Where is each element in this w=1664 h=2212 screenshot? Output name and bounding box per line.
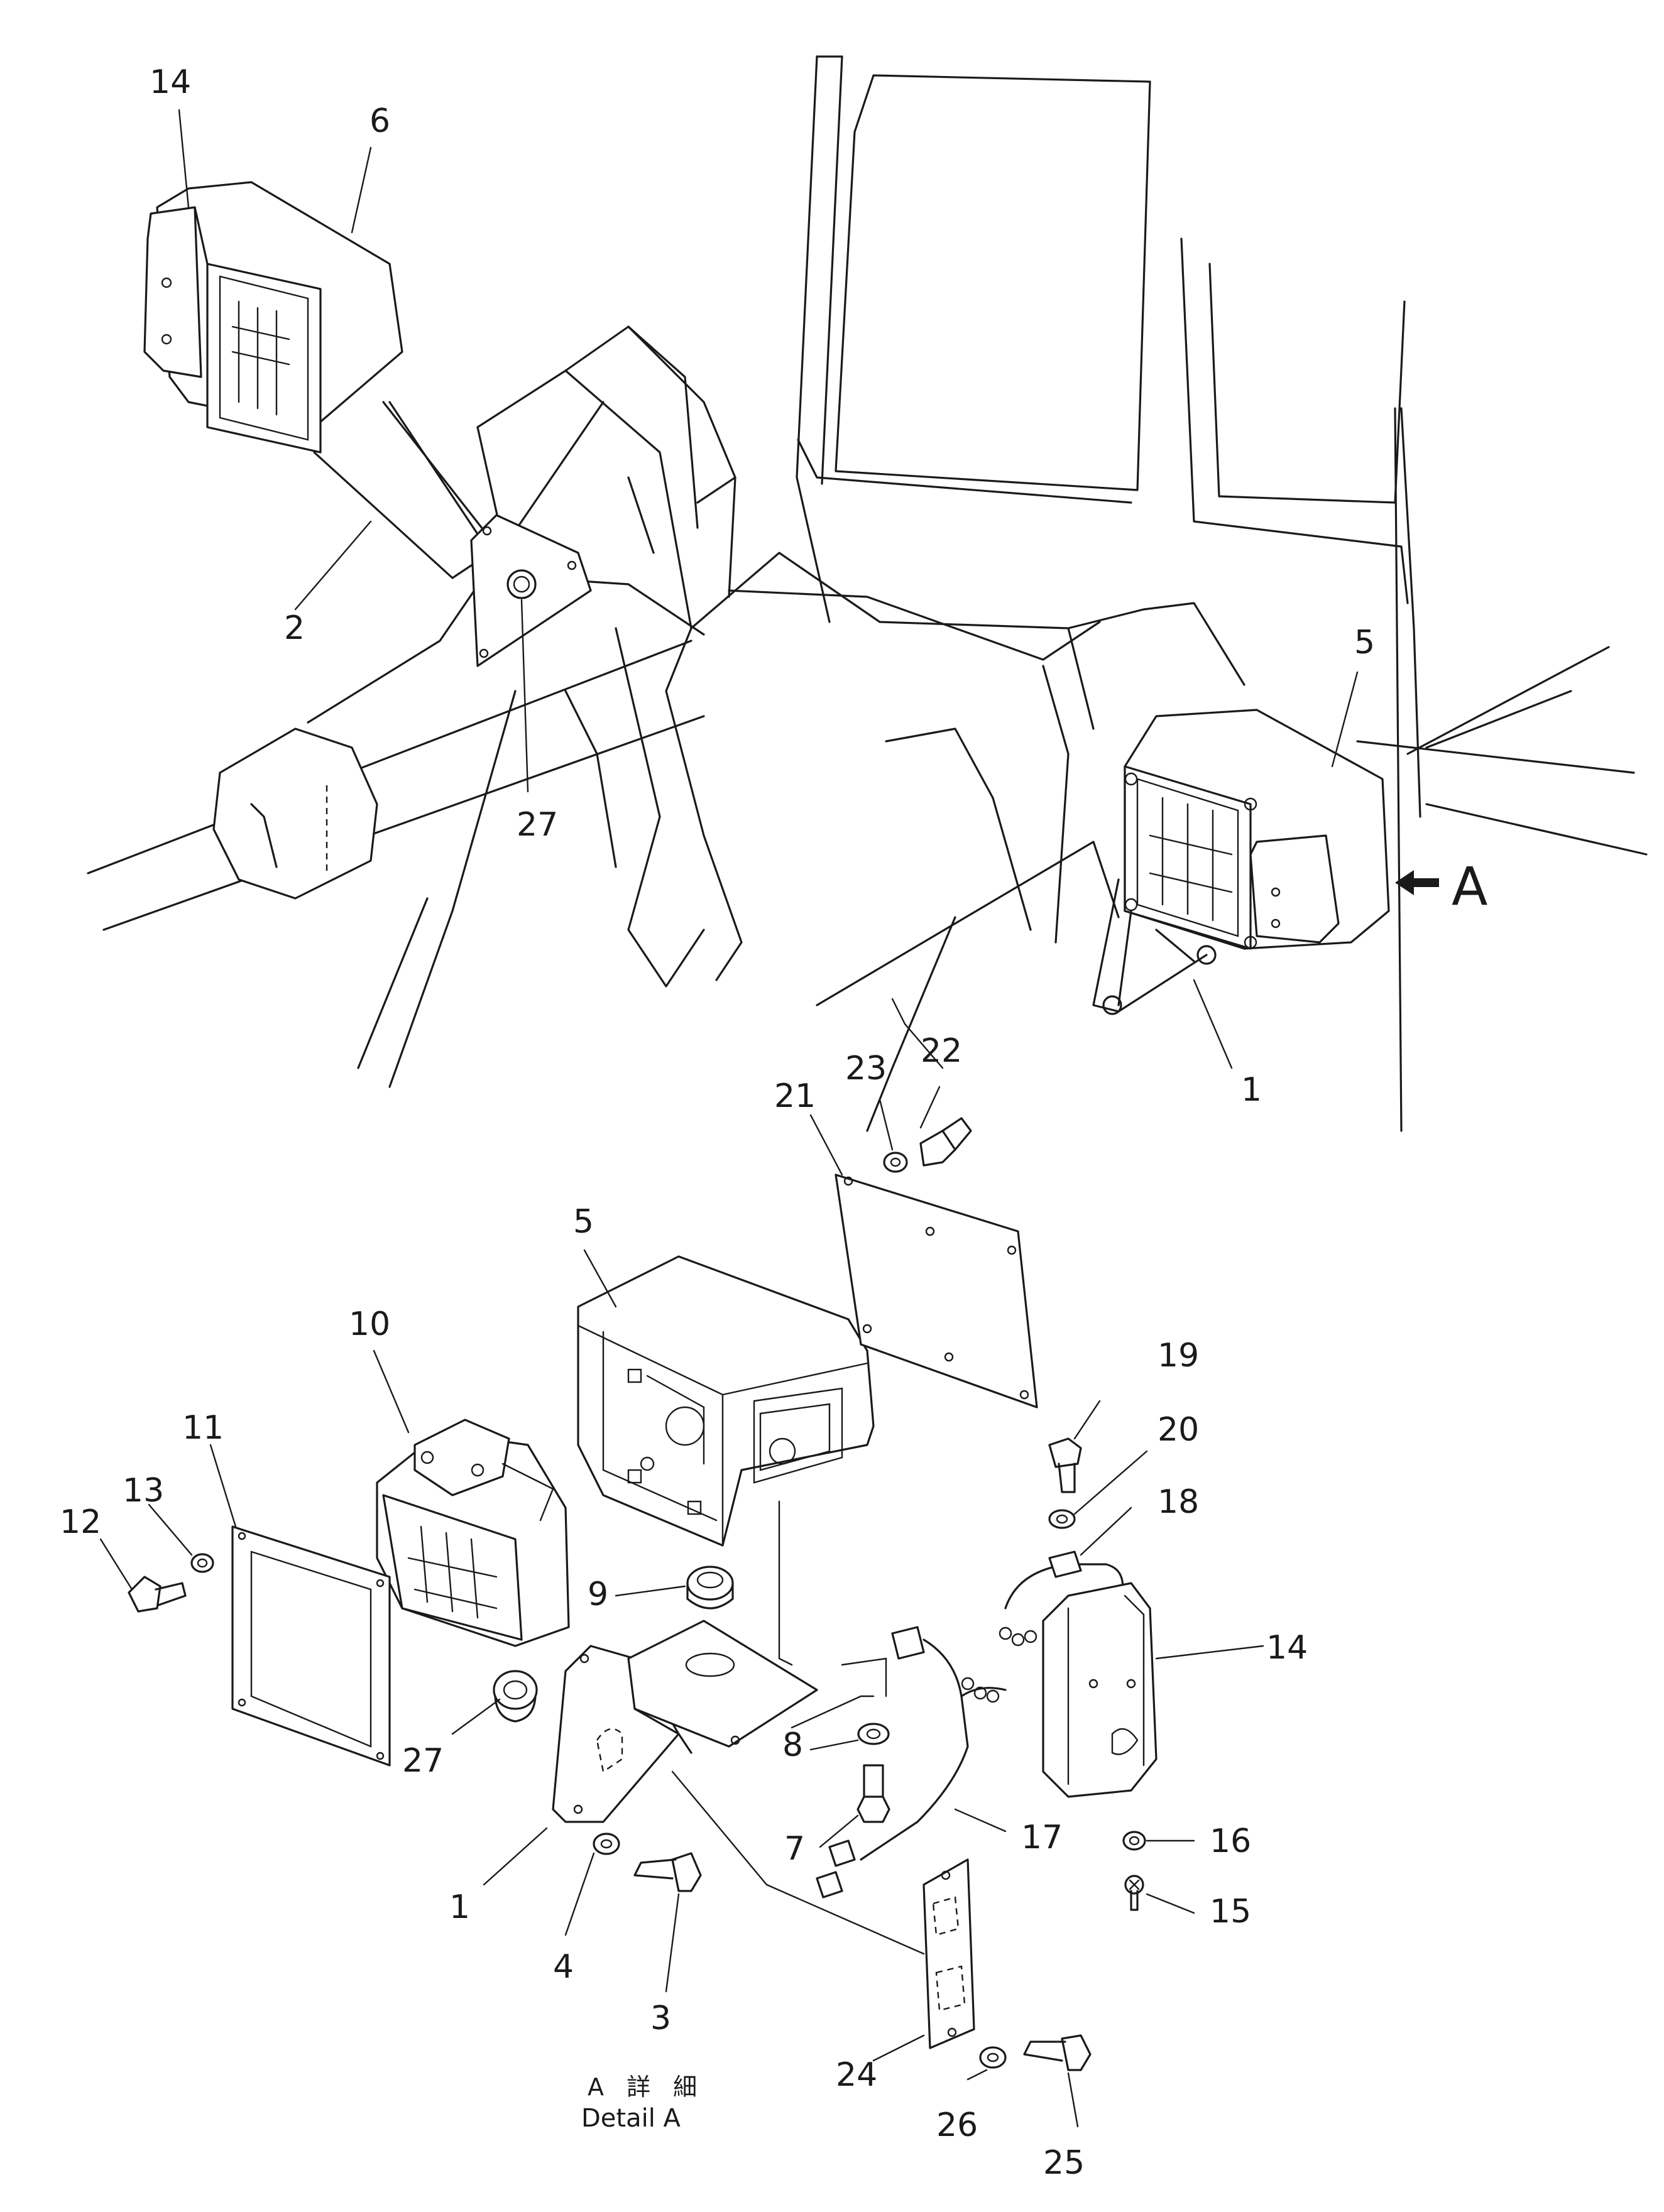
callout-1-detail: 1 xyxy=(449,1888,470,1926)
callout-14-top: 14 xyxy=(150,63,191,101)
callout-12: 12 xyxy=(60,1503,101,1541)
callout-27-detail: 27 xyxy=(402,1742,444,1780)
callout-26: 26 xyxy=(936,2106,978,2144)
detail-caption-japanese: A 詳 細 xyxy=(588,2073,704,2101)
callout-27-top: 27 xyxy=(517,806,558,844)
callout-20: 20 xyxy=(1158,1411,1199,1449)
callout-6: 6 xyxy=(369,102,390,140)
leader-lines xyxy=(99,109,1359,2128)
view-a-label: A xyxy=(1452,856,1487,917)
callout-1-top: 1 xyxy=(1241,1071,1262,1109)
callout-11: 11 xyxy=(182,1409,224,1447)
callout-8: 8 xyxy=(782,1726,803,1764)
callout-7: 7 xyxy=(784,1830,805,1868)
callout-numbers: 14 6 2 27 5 1 22 23 21 5 19 20 18 10 11 … xyxy=(60,63,1375,2182)
callout-25: 25 xyxy=(1043,2144,1085,2182)
detail-a-exploded-view xyxy=(128,1117,1158,2071)
lamp-6-assembly xyxy=(143,181,403,454)
callout-23: 23 xyxy=(845,1050,887,1087)
callout-19: 19 xyxy=(1158,1337,1199,1375)
callout-13: 13 xyxy=(123,1472,164,1510)
callout-22: 22 xyxy=(921,1032,962,1070)
callout-16: 16 xyxy=(1210,1822,1251,1860)
detail-caption-english: Detail A xyxy=(581,2104,681,2133)
callout-17: 17 xyxy=(1021,1819,1063,1856)
view-direction-arrow-icon xyxy=(1395,870,1439,895)
callout-3: 3 xyxy=(650,2000,671,2037)
callout-9: 9 xyxy=(588,1576,608,1613)
machine-assembly-view: A xyxy=(87,55,1648,1132)
detail-caption: A 詳 細 Detail A xyxy=(581,2073,704,2133)
callout-18: 18 xyxy=(1158,1483,1199,1521)
callout-21: 21 xyxy=(774,1077,816,1115)
callout-24: 24 xyxy=(836,2056,877,2094)
lamp-5-assembly xyxy=(1092,709,1390,1015)
callout-5-top: 5 xyxy=(1354,624,1375,662)
callout-10: 10 xyxy=(349,1305,390,1343)
callout-5-detail: 5 xyxy=(573,1203,594,1241)
callout-4: 4 xyxy=(553,1948,574,1986)
callout-2: 2 xyxy=(284,609,305,647)
callout-14-detail: 14 xyxy=(1266,1629,1308,1667)
callout-15: 15 xyxy=(1210,1893,1251,1931)
